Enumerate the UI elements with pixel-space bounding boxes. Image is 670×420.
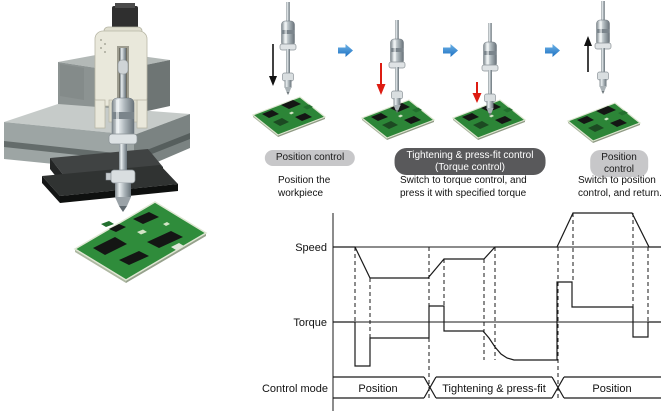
- step-1-tool: [279, 1, 297, 96]
- next-step-arrow-icon: [338, 44, 353, 57]
- chart-lines: [332, 212, 661, 411]
- up-arrow-icon: [584, 36, 592, 72]
- spindle: [105, 48, 138, 212]
- torque-row-label: Torque: [293, 317, 327, 329]
- machine-illustration: [4, 3, 208, 283]
- step-caption-3: Switch to position control, and return.: [578, 175, 662, 199]
- red-down-arrow-icon: [472, 82, 482, 103]
- next-step-arrow-icon: [545, 44, 560, 57]
- step-4-pcb: [567, 102, 641, 144]
- control-mode-row-label: Control mode: [262, 383, 328, 395]
- step-label-position-control-2: Position control: [590, 150, 648, 177]
- step-label-tightening-pressfit: Tightening & press-fit control (Torque c…: [394, 148, 546, 175]
- speed-row-label: Speed: [295, 242, 327, 254]
- next-step-arrow-icon: [443, 44, 458, 57]
- step-caption-1: Position the workpiece: [278, 175, 331, 199]
- pcb-workpiece: [73, 201, 208, 283]
- control-mode-segment-3: Position: [592, 383, 631, 395]
- motor-block: [112, 6, 138, 30]
- control-mode-segment-2: Tightening & press-fit: [442, 383, 546, 395]
- down-arrow-icon: [269, 44, 277, 86]
- timing-chart: Speed Torque Control mode Position Tight…: [262, 212, 661, 411]
- step-1-pcb: [252, 96, 326, 138]
- step-sequence: [252, 0, 641, 144]
- step-4-tool: [594, 0, 612, 95]
- step-2-tool: [388, 19, 406, 114]
- red-down-arrow-icon: [376, 63, 386, 95]
- step-caption-2: Switch to torque control, and press it w…: [400, 175, 527, 199]
- control-mode-segment-1: Position: [358, 383, 397, 395]
- step-label-position-control-1: Position control: [264, 150, 356, 166]
